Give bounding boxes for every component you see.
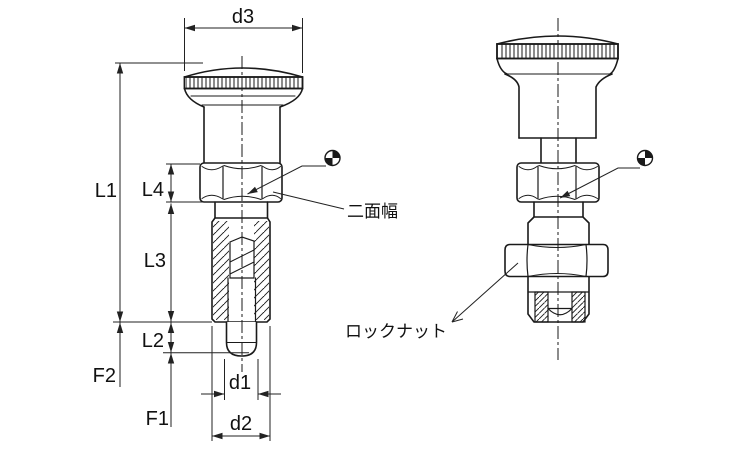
label-d3: d3 <box>232 6 254 28</box>
label-L1: L1 <box>95 180 117 202</box>
label-F2: F2 <box>93 365 116 387</box>
stem <box>540 137 577 164</box>
ext-d3 <box>184 18 303 73</box>
ext-L4 <box>166 163 216 203</box>
thread-hatch-left <box>213 221 229 320</box>
datum-target-icon <box>324 149 341 167</box>
leader-datum-left <box>247 165 326 195</box>
leader-datum-right <box>559 167 640 199</box>
label-L3: L3 <box>144 250 166 272</box>
lock-nut-leader-arrowhead <box>451 311 464 323</box>
threaded-body <box>211 217 271 323</box>
dimensions <box>113 18 303 441</box>
label-d1: d1 <box>229 372 251 394</box>
neck <box>214 201 269 219</box>
leader-width-across-flats <box>272 191 345 210</box>
ext-d2 <box>211 326 271 441</box>
label-d2: d2 <box>230 413 252 435</box>
neck <box>533 201 584 218</box>
left-view-plunger <box>183 67 304 357</box>
thread-hatch-right <box>254 221 269 320</box>
callout-width-across-flats: 二面幅 <box>347 202 398 221</box>
arrowheads <box>116 24 303 440</box>
datum-target-icon <box>636 149 654 167</box>
ext-d1 <box>224 359 259 400</box>
centerlines <box>241 18 559 372</box>
leader-lock-nut <box>451 262 519 323</box>
label-F1: F1 <box>146 408 169 430</box>
label-L4: L4 <box>142 179 164 201</box>
pin-channel <box>227 277 257 322</box>
knurled-knob <box>183 67 304 164</box>
callouts <box>247 165 640 323</box>
callout-lock-nut: ロックナット <box>345 322 447 341</box>
knurled-knob <box>496 35 619 164</box>
label-L2: L2 <box>142 330 164 352</box>
bottom-section-cutaway <box>527 291 590 323</box>
lock-nut <box>504 243 609 278</box>
dimension-labels: d3 L1 L4 L3 L2 F2 F1 d1 d2 <box>93 6 254 435</box>
